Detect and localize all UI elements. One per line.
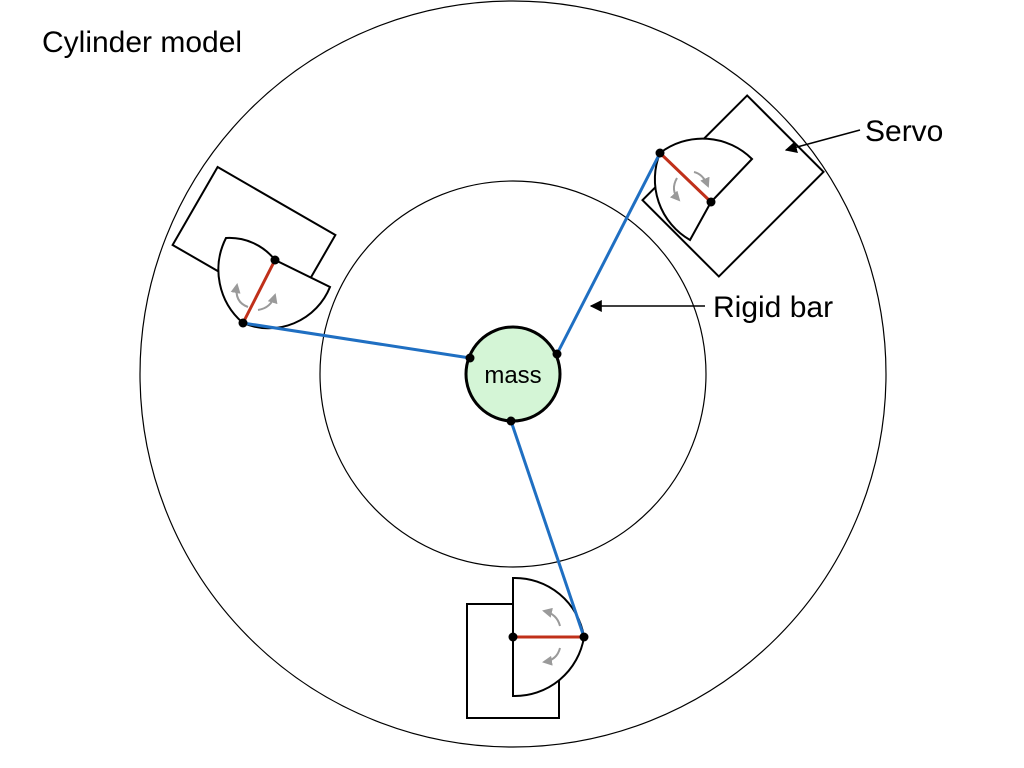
servo-label: Servo: [865, 115, 943, 148]
joints: [238, 148, 716, 642]
rotation-hint-icon: [257, 293, 278, 311]
joint-dot: [508, 632, 518, 642]
joint-dot: [655, 148, 665, 158]
joint-dot: [465, 353, 475, 363]
joint-dot: [706, 197, 716, 207]
rotation-hint-icon: [542, 607, 561, 627]
servo-bottom: [466, 576, 586, 719]
joint-dot: [506, 416, 516, 426]
joint-dot: [238, 318, 248, 328]
joint-dot: [552, 349, 562, 359]
rotation-hint-icon: [669, 177, 681, 202]
joint-dot: [270, 255, 280, 265]
rotation-hint-icon: [542, 647, 561, 666]
joint-dot: [579, 632, 589, 642]
rigid-bar-left: [242, 321, 471, 360]
servo-callout-arrow: [784, 129, 861, 153]
rigid-bar-bottom: [509, 420, 586, 638]
outer-cylinder-wall: [139, 0, 887, 748]
rotation-hint-icon: [693, 171, 710, 188]
mass-label: mass: [484, 362, 541, 389]
diagram-title: Cylinder model: [42, 26, 242, 59]
rigid-bar-label: Rigid bar: [713, 291, 833, 324]
rotation-hint-icon: [230, 283, 249, 308]
servo-arm: [241, 258, 277, 325]
rigid-bar-upper-right: [555, 152, 662, 355]
servo-left: [171, 165, 337, 330]
servo-arm: [658, 151, 713, 204]
servo-upper-right: [641, 94, 825, 278]
inner-cylinder-ring: [319, 180, 707, 568]
